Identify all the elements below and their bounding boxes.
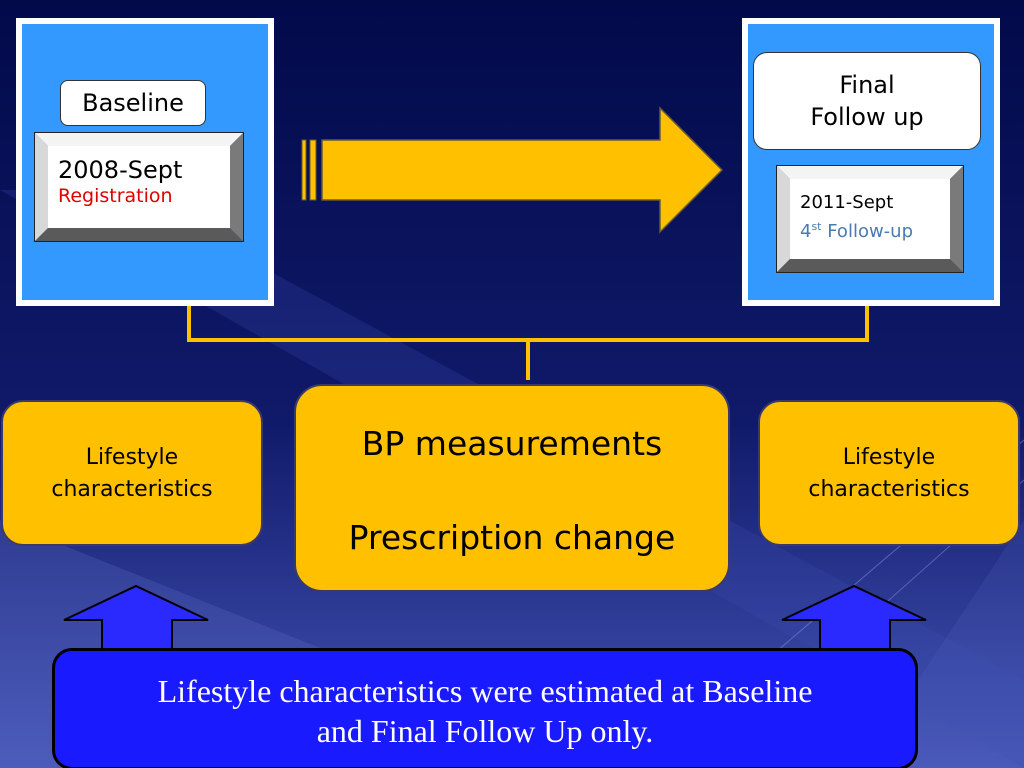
final-followup-label: Final Follow up [753,52,981,150]
baseline-date-box: 2008-Sept Registration [34,132,244,242]
note-box: Lifestyle characteristics were estimated… [52,648,918,768]
bevel-frame [776,165,964,273]
baseline-event: Registration [58,185,173,207]
final-date-box: 2011-Sept 4st Follow-up [776,165,964,273]
bp-measurements-text: BP measurements [361,424,663,463]
final-date: 2011-Sept [800,192,894,213]
final-event-number: 4 [800,221,812,242]
bp-prescription-box: BP measurements Prescription change [294,384,730,592]
lifestyle-left-line2: characteristics [51,477,213,502]
lifestyle-final-box: Lifestyle characteristics [758,400,1020,546]
baseline-label: Baseline [60,80,206,126]
final-event-rest: Follow-up [821,221,914,242]
final-event-sup: st [811,220,822,233]
lifestyle-baseline-box: Lifestyle characteristics [1,400,263,546]
lifestyle-right-line2: characteristics [808,477,970,502]
lifestyle-left-line1: Lifestyle [85,445,179,470]
baseline-date: 2008-Sept [58,156,183,184]
final-event: 4st Follow-up [800,215,950,244]
prescription-change-text: Prescription change [348,518,676,557]
bevel-frame [34,132,244,242]
final-label-line2: Follow up [810,103,924,131]
note-line1: Lifestyle characteristics were estimated… [157,673,813,709]
note-line2: and Final Follow Up only. [316,713,654,749]
final-label-line1: Final [839,71,895,99]
lifestyle-right-line1: Lifestyle [842,445,936,470]
